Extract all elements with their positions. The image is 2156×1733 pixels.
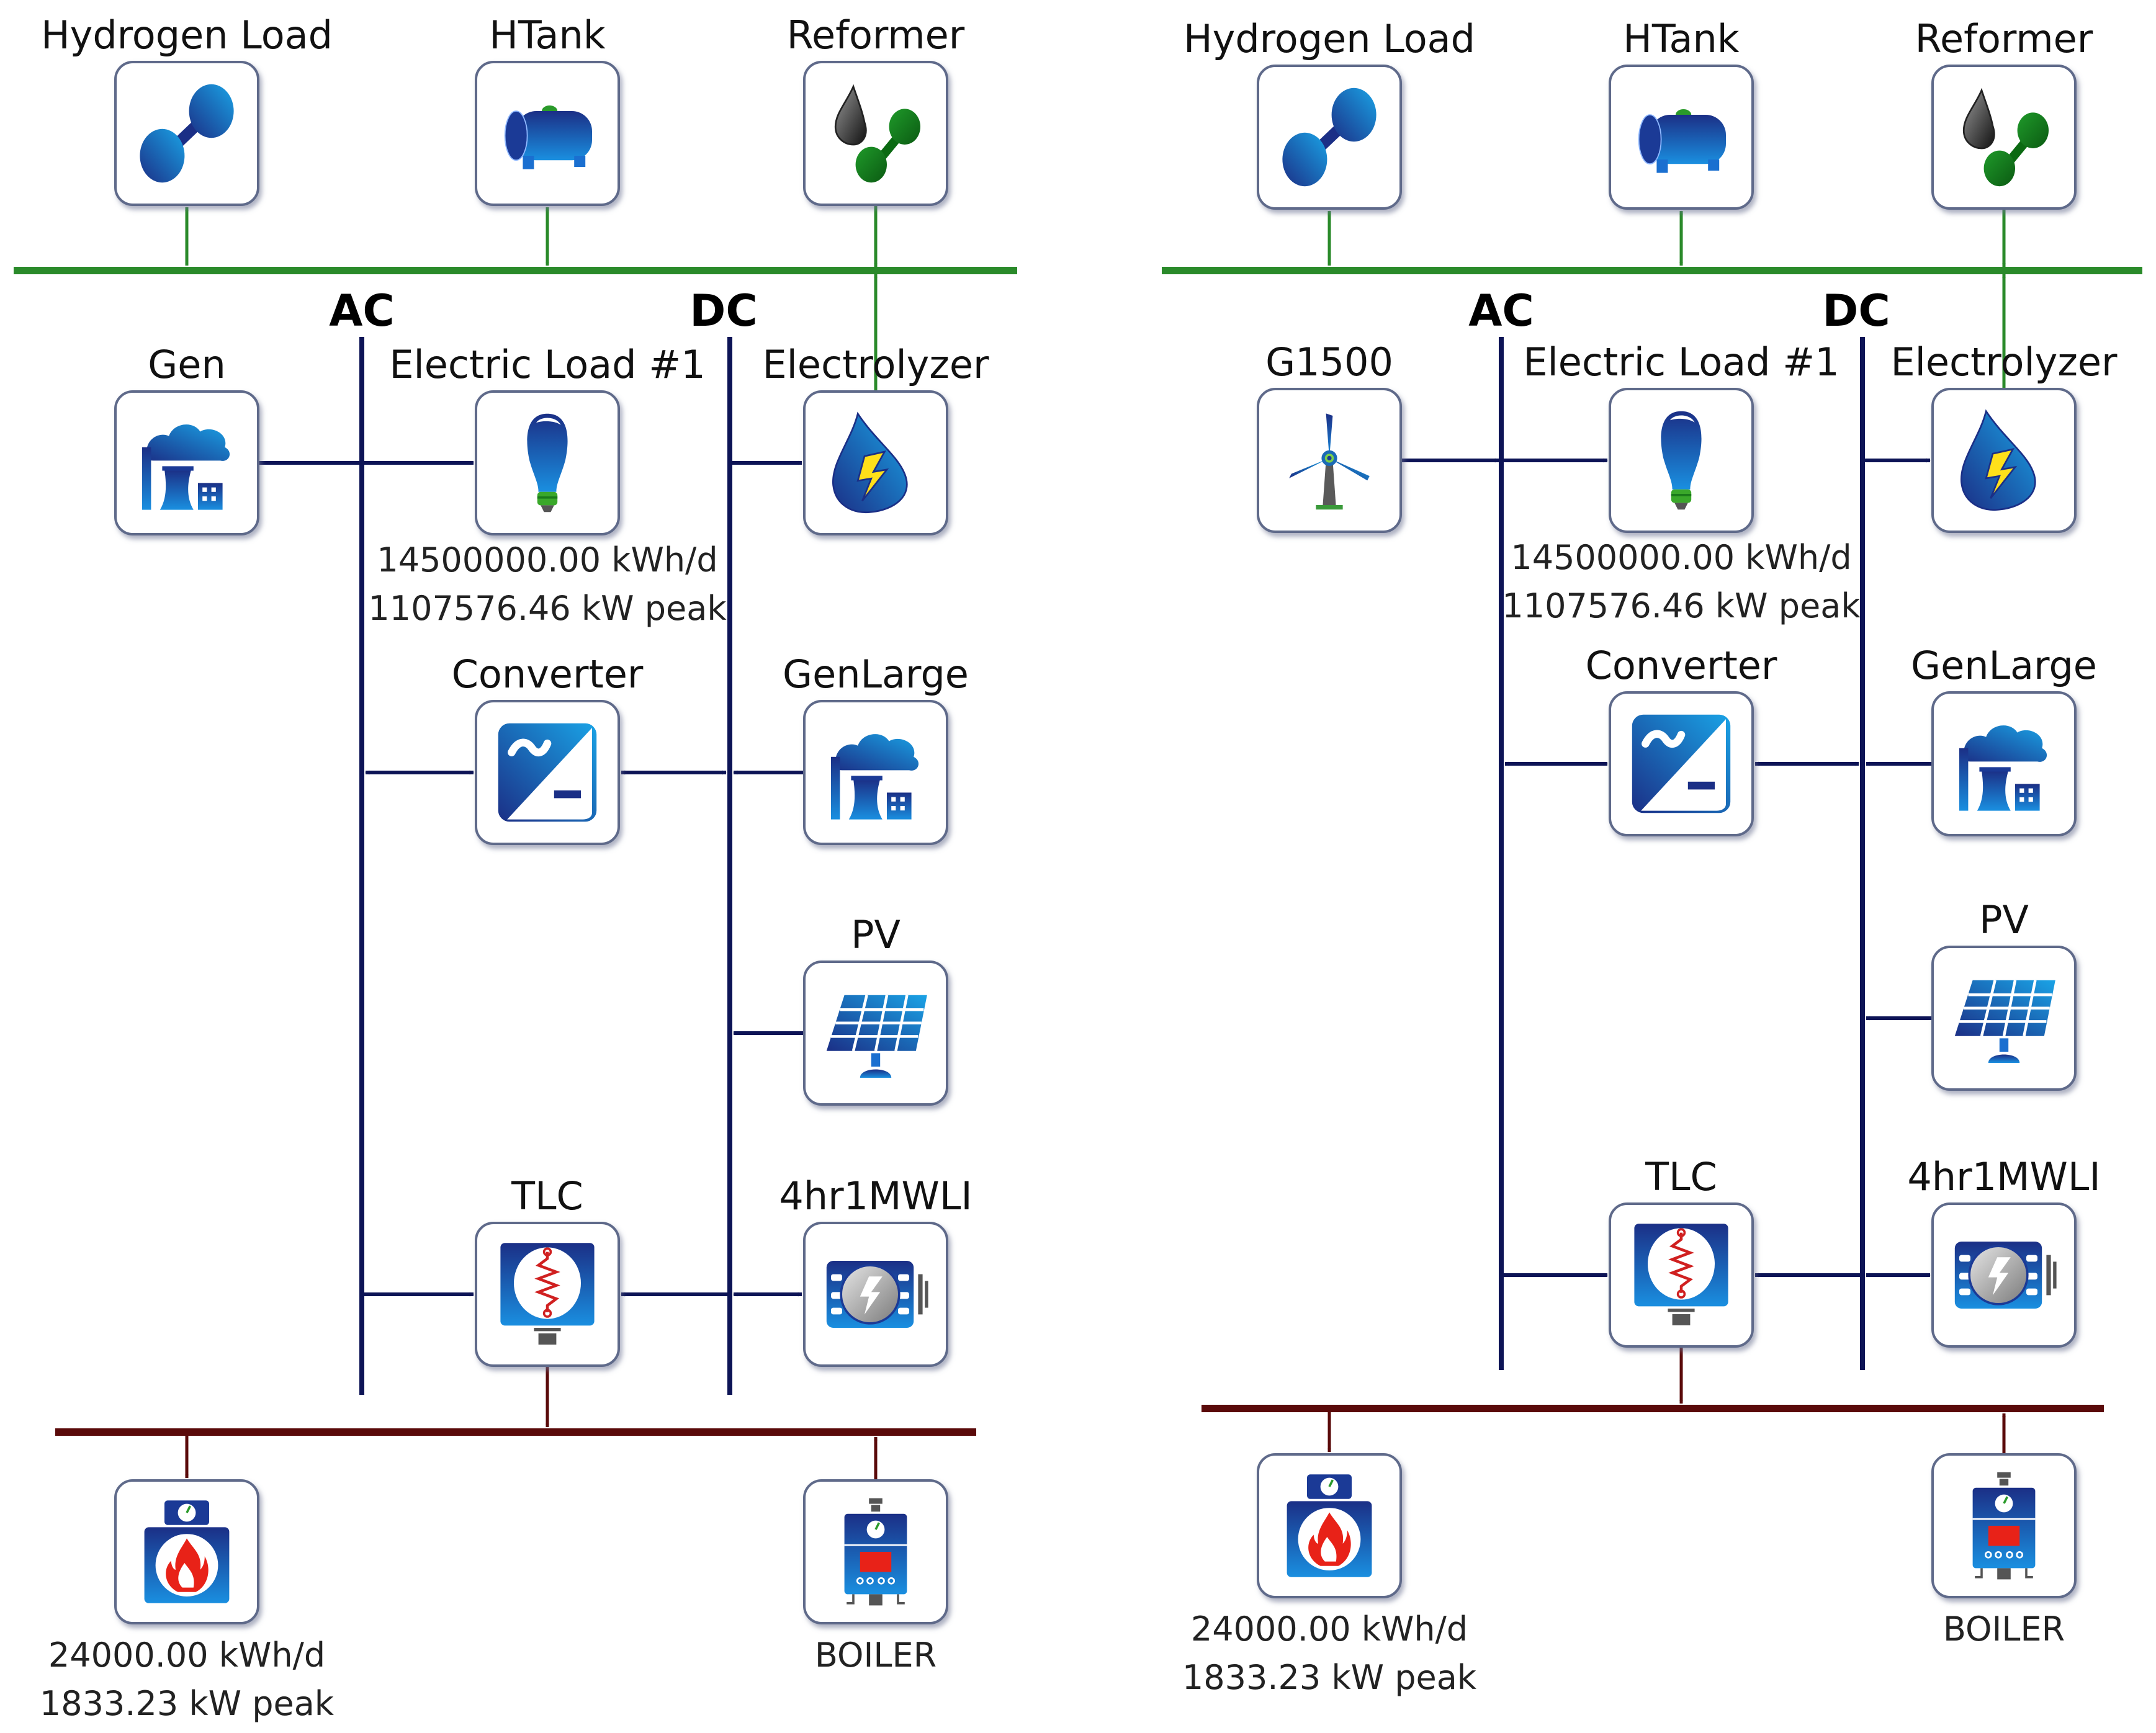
component-pv[interactable]: PV	[803, 912, 948, 1106]
ac-bus-label: AC	[1468, 285, 1534, 336]
peak-power-value: 1107576.46 kW peak	[1502, 586, 1861, 625]
component-box[interactable]	[114, 390, 259, 535]
hydrogen-tank-icon	[1638, 109, 1727, 174]
component-reformer[interactable]: Reformer	[1915, 16, 2093, 210]
component-label: Electrolyzer	[1890, 339, 2118, 385]
daily-energy-value: 14500000.00 kWh/d	[377, 540, 717, 580]
component-label: Reformer	[1915, 16, 2093, 61]
component-genlarge[interactable]: GenLarge	[1911, 643, 2097, 836]
component-label: BOILER	[1943, 1610, 2065, 1649]
component-hydrogen-load[interactable]: Hydrogen Load	[41, 12, 333, 206]
component-label: GenLarge	[1911, 643, 2097, 688]
component-label: 4hr1MWLI	[779, 1173, 972, 1219]
component-label: Hydrogen Load	[1184, 16, 1475, 61]
dc-bus-label: DC	[689, 285, 757, 336]
component-htank[interactable]: HTank	[475, 12, 620, 206]
component-electrolyzer[interactable]: Electrolyzer	[1890, 339, 2118, 533]
component-boiler[interactable]: BOILER	[803, 1479, 948, 1675]
peak-power-value: 1833.23 kW peak	[40, 1684, 335, 1723]
component-label: Electric Load #1	[1523, 339, 1839, 385]
boiler-icon	[843, 1497, 909, 1607]
component-battery[interactable]: 4hr1MWLI	[1907, 1154, 2101, 1348]
component-label: PV	[1979, 897, 2029, 943]
component-converter[interactable]: Converter	[452, 652, 644, 845]
component-generator[interactable]: G1500	[1257, 339, 1402, 533]
battery-icon	[825, 1260, 930, 1329]
component-label: Reformer	[787, 12, 965, 58]
component-generator[interactable]: Gen	[114, 342, 259, 535]
peak-power-value: 1833.23 kW peak	[1182, 1658, 1477, 1697]
converter-icon	[1632, 715, 1730, 813]
component-electric-load[interactable]: Electric Load #1 14500000.00 kWh/d 1107576…	[1502, 339, 1861, 625]
component-label: G1500	[1265, 339, 1393, 385]
hydrogen-tank-icon	[504, 105, 593, 170]
component-label: Electrolyzer	[762, 342, 989, 387]
component-label: Gen	[148, 342, 225, 387]
daily-energy-value: 14500000.00 kWh/d	[1511, 538, 1851, 577]
component-label: TLC	[1645, 1154, 1717, 1199]
component-reformer[interactable]: Reformer	[787, 12, 965, 206]
component-label: 4hr1MWLI	[1907, 1154, 2100, 1199]
component-label: Converter	[1586, 643, 1777, 688]
boiler-icon	[1971, 1471, 2037, 1581]
component-label: Hydrogen Load	[41, 12, 333, 58]
component-box[interactable]	[1931, 691, 2077, 836]
component-box[interactable]	[803, 61, 948, 206]
component-label: Converter	[452, 652, 644, 697]
component-label: GenLarge	[783, 652, 969, 697]
component-label: HTank	[1623, 16, 1740, 61]
component-battery[interactable]: 4hr1MWLI	[779, 1173, 972, 1367]
component-tlc[interactable]: TLC	[475, 1173, 620, 1367]
component-label: BOILER	[815, 1636, 937, 1675]
dc-bus-label: DC	[1822, 285, 1890, 336]
component-label: Electric Load #1	[389, 342, 705, 387]
component-tlc[interactable]: TLC	[1609, 1154, 1754, 1348]
component-hydrogen-load[interactable]: Hydrogen Load	[1184, 16, 1475, 210]
component-box[interactable]	[803, 700, 948, 845]
component-genlarge[interactable]: GenLarge	[783, 652, 969, 845]
component-box[interactable]	[1931, 65, 2077, 210]
daily-energy-value: 24000.00 kWh/d	[48, 1636, 325, 1675]
component-thermal-load[interactable]: 24000.00 kWh/d 1833.23 kW peak	[1182, 1453, 1477, 1697]
ac-bus-label: AC	[329, 285, 395, 336]
daily-energy-value: 24000.00 kWh/d	[1191, 1610, 1468, 1649]
component-htank[interactable]: HTank	[1609, 16, 1754, 210]
component-pv[interactable]: PV	[1931, 897, 2077, 1091]
component-label: PV	[851, 912, 901, 957]
battery-icon	[1953, 1240, 2058, 1310]
converter-icon	[498, 723, 596, 822]
component-electric-load[interactable]: Electric Load #1 14500000.00 kWh/d 1107576…	[368, 342, 727, 628]
component-converter[interactable]: Converter	[1586, 643, 1777, 836]
component-label: TLC	[511, 1173, 583, 1219]
peak-power-value: 1107576.46 kW peak	[368, 589, 727, 628]
component-label: HTank	[489, 12, 606, 58]
component-boiler[interactable]: BOILER	[1931, 1453, 2077, 1649]
component-thermal-load[interactable]: 24000.00 kWh/d 1833.23 kW peak	[40, 1479, 335, 1723]
component-electrolyzer[interactable]: Electrolyzer	[762, 342, 989, 535]
